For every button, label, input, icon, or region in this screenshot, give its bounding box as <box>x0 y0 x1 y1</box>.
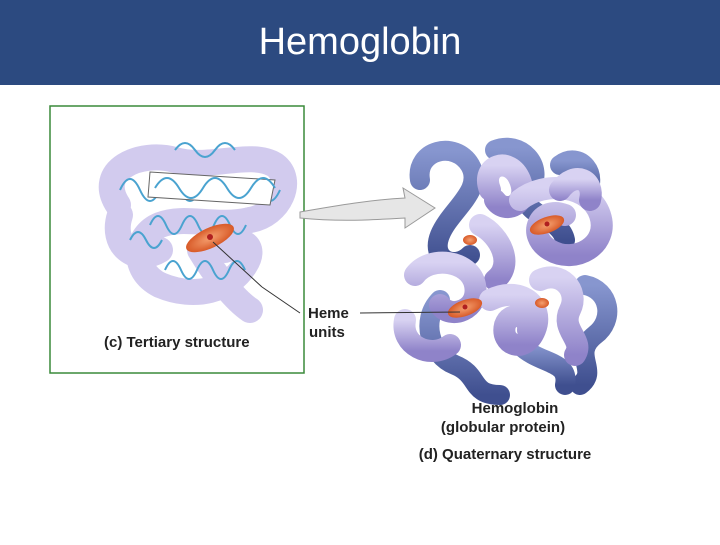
heme-label-line1: Heme <box>308 305 349 322</box>
tertiary-structure-illustration <box>98 142 298 323</box>
slide-title: Hemoglobin <box>258 21 462 63</box>
quaternary-structure-illustration <box>393 137 618 405</box>
diagram-svg: (c) Tertiary structure <box>49 105 618 463</box>
arrow-icon <box>299 186 436 229</box>
heme-leader-lines <box>212 241 461 314</box>
tertiary-label: (c) Tertiary structure <box>104 334 250 351</box>
quaternary-label: (d) Quaternary structure <box>419 446 592 463</box>
heme-label-line2: units <box>309 324 345 341</box>
figure: (c) Tertiary structure <box>0 85 720 540</box>
protein-type: (globular protein) <box>441 419 565 436</box>
title-bar: Hemoglobin <box>0 0 720 85</box>
protein-name: Hemoglobin <box>472 400 559 417</box>
